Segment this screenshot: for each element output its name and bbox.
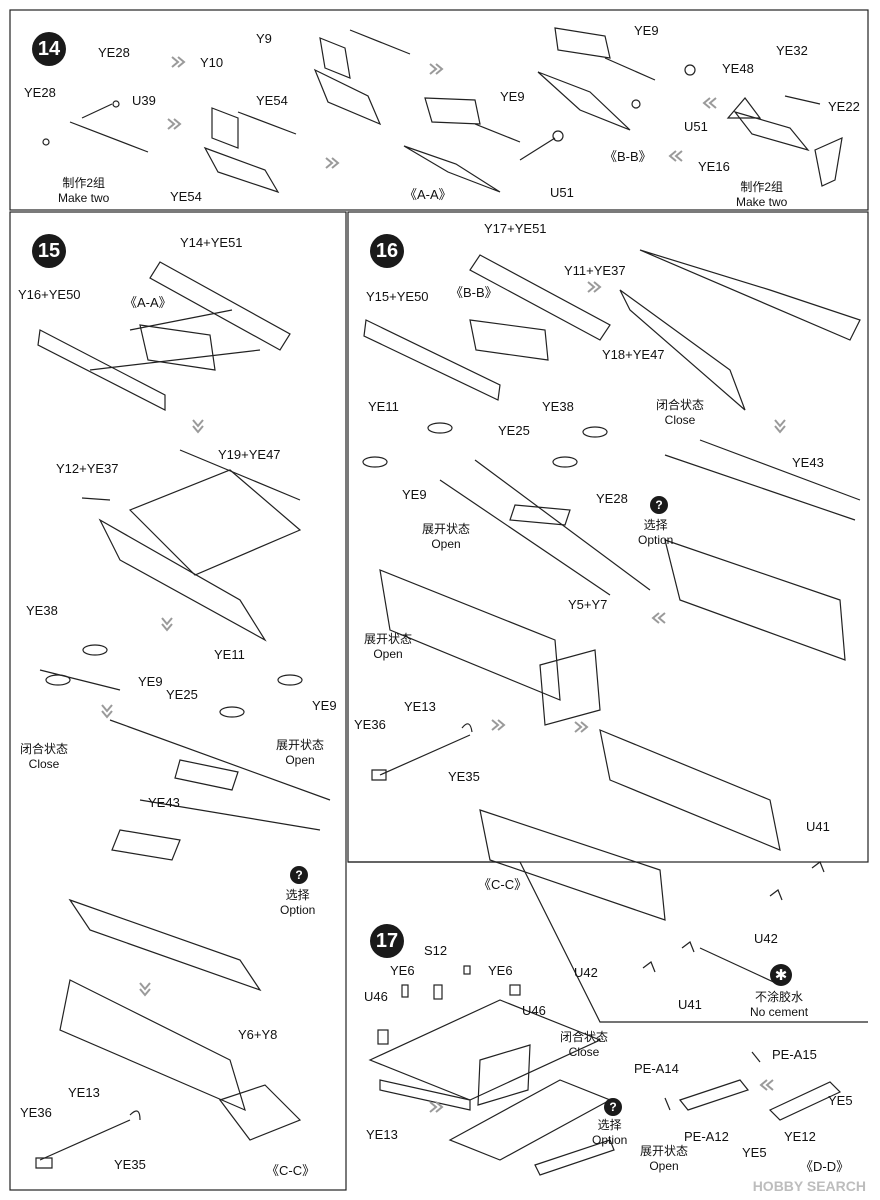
step-number-17: 17 — [370, 924, 404, 958]
view-label: 《B-B》 — [450, 285, 498, 300]
part-label: YE35 — [114, 1157, 146, 1172]
part-label: YE36 — [354, 717, 386, 732]
part-label: YE43 — [148, 795, 180, 810]
part-label: U46 — [522, 1003, 546, 1018]
option-question-icon: ? — [650, 496, 668, 514]
part-label: Y12+YE37 — [56, 461, 119, 476]
watermark-logo: HOBBY SEARCH — [752, 1178, 866, 1194]
step16-panel-border — [347, 211, 869, 863]
part-label: YE36 — [20, 1105, 52, 1120]
option-question-icon: ? — [604, 1098, 622, 1116]
part-label: YE54 — [170, 189, 202, 204]
step14-panel-border — [9, 9, 869, 211]
part-label: YE13 — [404, 699, 436, 714]
part-label: YE38 — [26, 603, 58, 618]
part-label: YE9 — [138, 674, 163, 689]
part-label: YE9 — [312, 698, 337, 713]
view-label: 《D-D》 — [800, 1159, 850, 1174]
part-label: YE9 — [500, 89, 525, 104]
step-number-15: 15 — [32, 234, 66, 268]
part-label: YE54 — [256, 93, 288, 108]
part-label: YE11 — [368, 399, 399, 414]
part-label: YE25 — [166, 687, 198, 702]
part-label: Y6+Y8 — [238, 1027, 278, 1042]
step-number-14: 14 — [32, 32, 66, 66]
part-label: YE38 — [542, 399, 574, 414]
part-label: Y5+Y7 — [568, 597, 608, 612]
part-label: U42 — [754, 931, 778, 946]
option-question-icon: ? — [290, 866, 308, 884]
part-label: PE-A12 — [684, 1129, 729, 1144]
part-label: U41 — [678, 997, 702, 1012]
part-label: U39 — [132, 93, 156, 108]
part-label: YE43 — [792, 455, 824, 470]
part-label: U46 — [364, 989, 388, 1004]
panel-divider — [348, 861, 868, 1023]
view-label: 《C-C》 — [478, 877, 528, 892]
part-label: YE28 — [98, 45, 130, 60]
part-label: Y10 — [200, 55, 224, 70]
step14-parts — [42, 27, 843, 194]
part-label: YE16 — [698, 159, 730, 174]
no-cement-icon: ✱ — [770, 964, 792, 986]
part-label: YE35 — [448, 769, 480, 784]
part-label: YE12 — [784, 1129, 816, 1144]
part-label: S12 — [424, 943, 448, 958]
part-label: YE22 — [828, 99, 860, 114]
view-label: 《C-C》 — [266, 1163, 316, 1178]
step15-panel-border — [9, 211, 347, 1191]
part-label: U51 — [684, 119, 708, 134]
step17-parts — [368, 965, 842, 1176]
view-label: 《A-A》 — [404, 187, 452, 202]
part-label: Y15+YE50 — [366, 289, 429, 304]
step16-parts — [362, 249, 861, 986]
part-label: YE28 — [596, 491, 628, 506]
step-number-16: 16 — [370, 234, 404, 268]
part-label: YE28 — [24, 85, 56, 100]
part-label: YE13 — [68, 1085, 100, 1100]
step15-parts — [35, 261, 331, 1169]
part-label: YE9 — [402, 487, 427, 502]
part-label: YE25 — [498, 423, 530, 438]
part-label: PE-A15 — [772, 1047, 817, 1062]
part-label: Y16+YE50 — [18, 287, 81, 302]
part-label: YE6 — [488, 963, 513, 978]
part-label: Y19+YE47 — [218, 447, 281, 462]
part-label: U41 — [806, 819, 830, 834]
part-label: YE6 — [390, 963, 415, 978]
view-label: 《A-A》 — [124, 295, 172, 310]
part-label: Y11+YE37 — [564, 263, 626, 278]
part-label: Y14+YE51 — [180, 235, 243, 250]
part-label: Y17+YE51 — [484, 221, 547, 236]
view-label: 《B-B》 — [604, 149, 652, 164]
part-label: YE13 — [366, 1127, 398, 1142]
part-label: U42 — [574, 965, 598, 980]
part-label: YE9 — [634, 23, 659, 38]
part-label: YE11 — [214, 647, 245, 662]
part-label: Y18+YE47 — [602, 347, 665, 362]
part-label: PE-A14 — [634, 1061, 679, 1076]
part-label: YE32 — [776, 43, 808, 58]
part-label: YE48 — [722, 61, 754, 76]
part-label: U51 — [550, 185, 574, 200]
part-label: YE5 — [742, 1145, 767, 1160]
part-label: YE5 — [828, 1093, 853, 1108]
part-label: Y9 — [256, 31, 272, 46]
